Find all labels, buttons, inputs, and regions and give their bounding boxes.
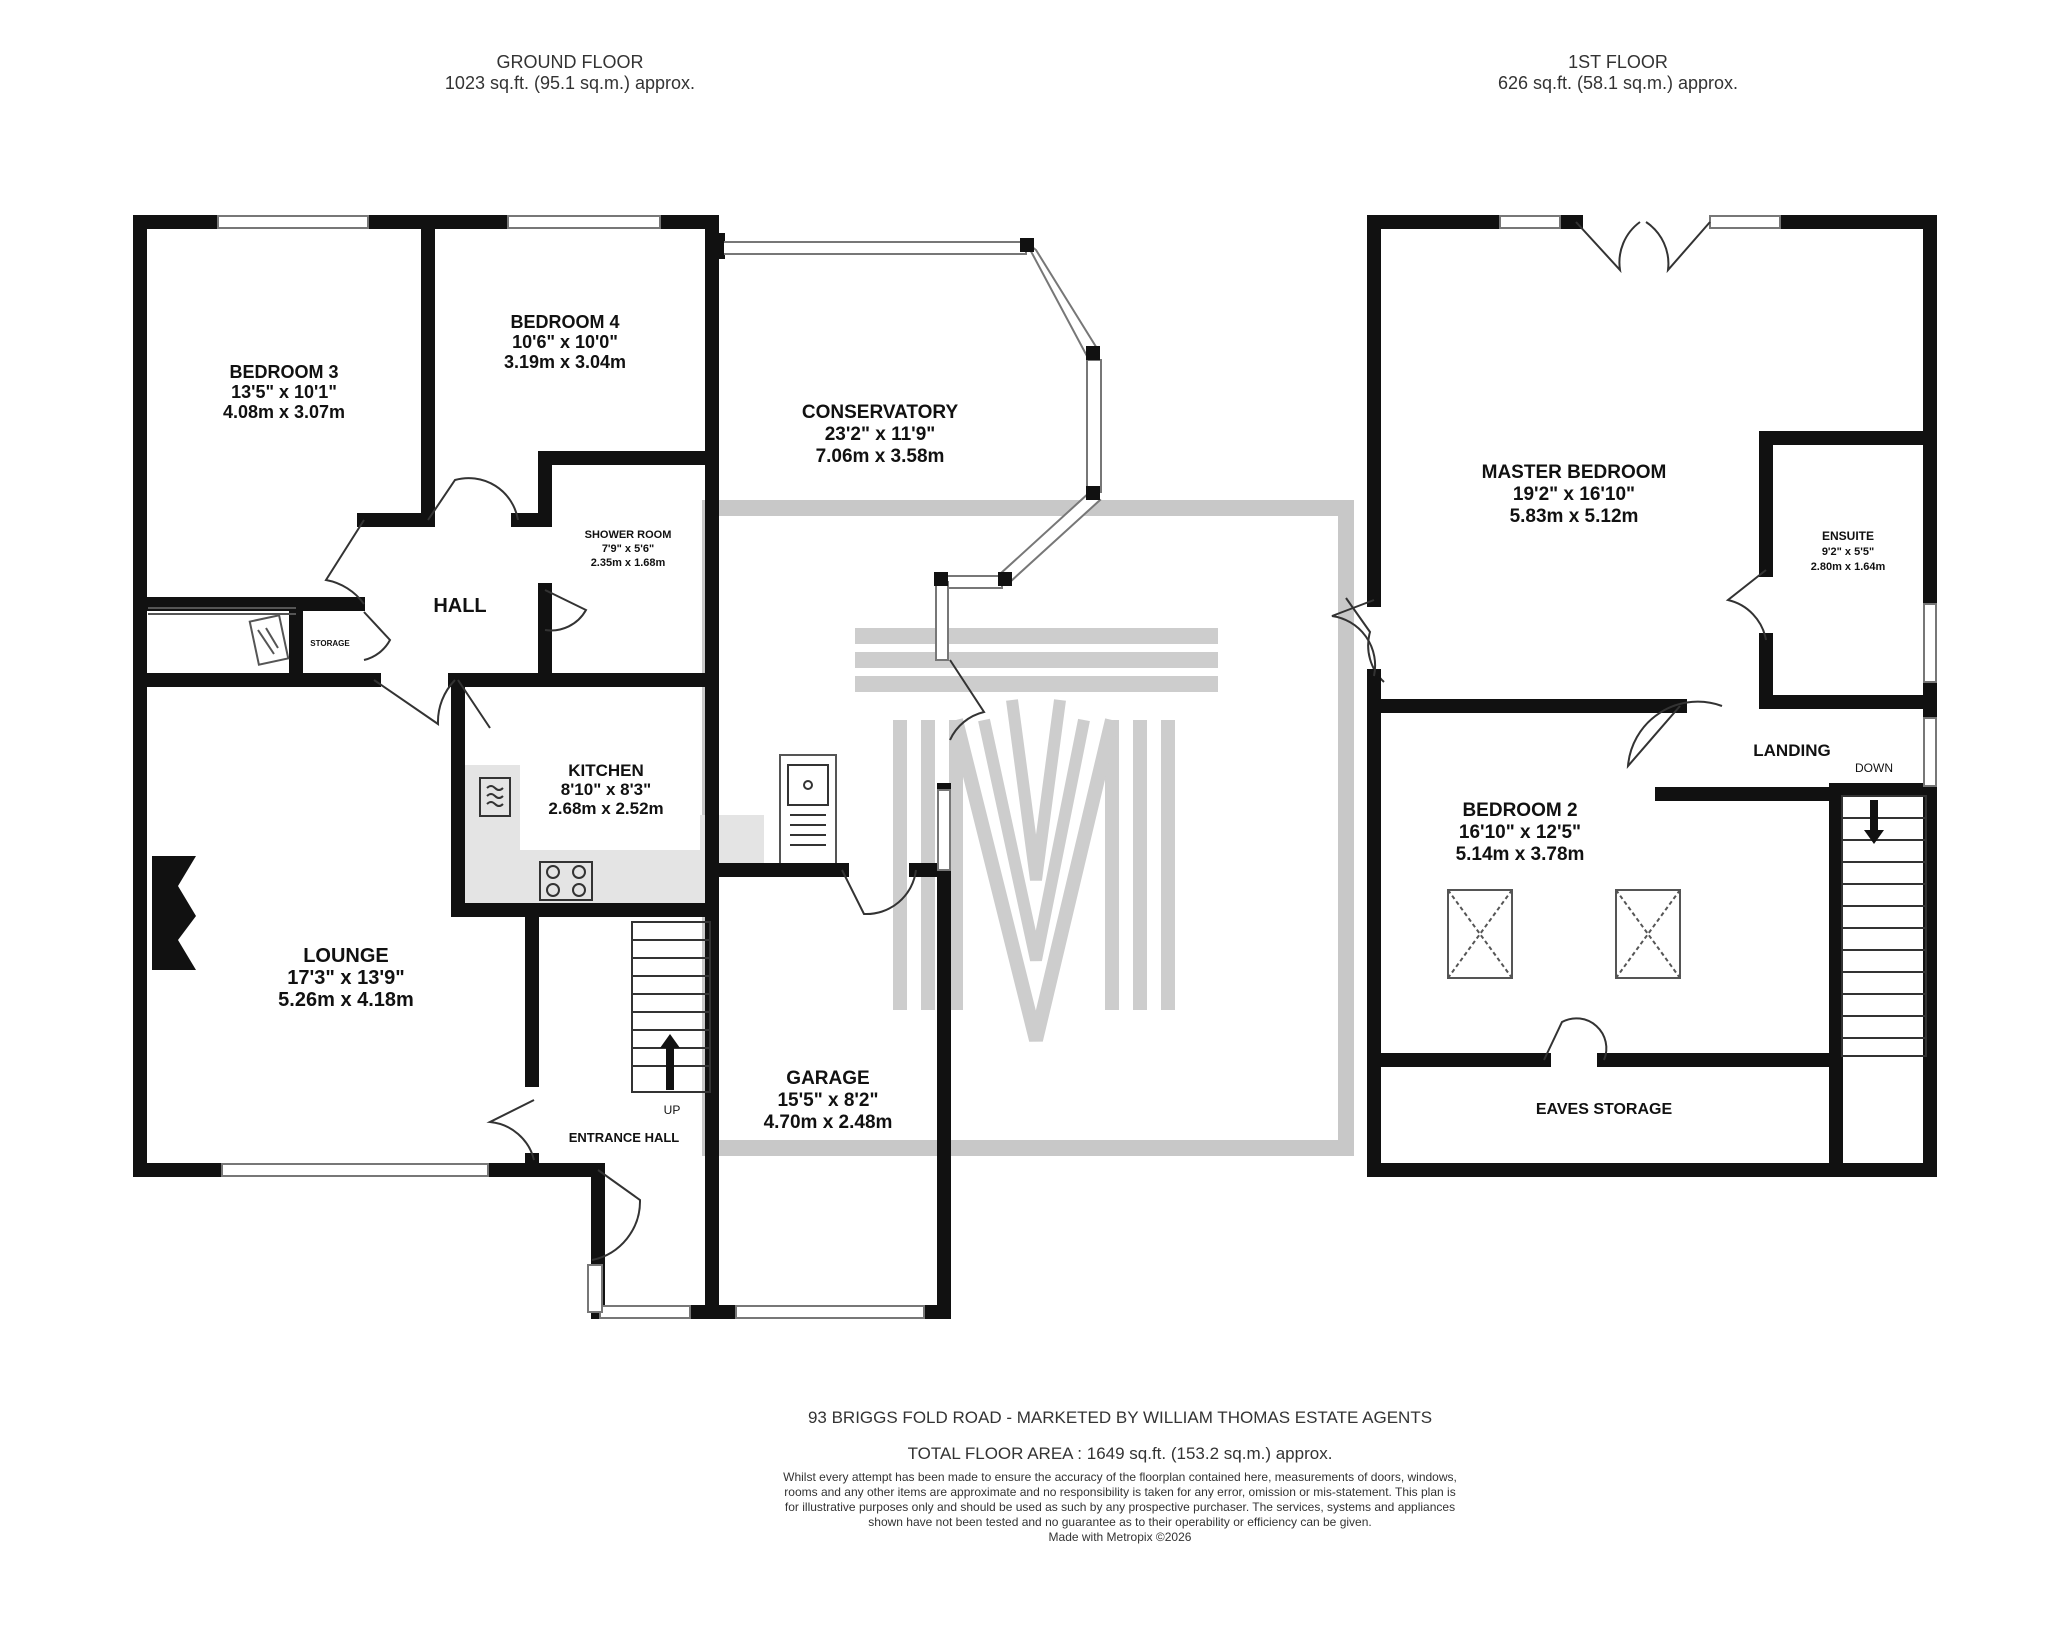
landing-label: LANDING [1753,741,1830,760]
ground-floor-windows [217,215,1102,1319]
footer: 93 BRIGGS FOLD ROAD - MARKETED BY WILLIA… [760,1408,1480,1545]
kitchen-label: KITCHEN [568,761,644,780]
bedroom3-wardrobe [148,607,296,666]
stairs-up-label: UP [664,1103,681,1117]
shower-room-imperial: 7'9" x 5'6" [602,543,654,555]
eaves-storage-label: EAVES STORAGE [1536,1101,1673,1118]
lounge-metric: 5.26m x 4.18m [278,989,414,1011]
ground-floor-name: GROUND FLOOR [496,52,644,72]
skylights [1447,889,1681,979]
ground-floor-area: 1023 sq.ft. (95.1 sq.m.) approx. [444,73,696,93]
lounge-label: LOUNGE [303,945,389,967]
shower-room-metric: 2.35m x 1.68m [591,557,666,569]
garage-metric: 4.70m x 2.48m [764,1112,893,1133]
first-floor-area: 626 sq.ft. (58.1 sq.m.) approx. [1497,73,1739,93]
garage-imperial: 15'5" x 8'2" [777,1090,878,1111]
ground-floor-title: GROUND FLOOR 1023 sq.ft. (95.1 sq.m.) ap… [420,52,720,94]
ground-floor-doors [324,477,1385,1261]
ground-floor-walls [133,215,951,1319]
bedroom2-imperial: 16'10" x 12'5" [1459,822,1581,843]
hall-label: HALL [433,595,486,617]
ensuite-label: ENSUITE [1822,529,1874,543]
bedroom4-label: BEDROOM 4 [510,312,619,332]
bedroom3-metric: 4.08m x 3.07m [223,402,345,422]
kitchen-imperial: 8'10" x 8'3" [561,780,651,799]
fireplace-icon [152,856,196,970]
conservatory-label: CONSERVATORY [802,402,959,423]
ensuite-metric: 2.80m x 1.64m [1811,561,1886,573]
footer-disclaimer: Whilst every attempt has been made to en… [783,1470,1457,1529]
garage-label: GARAGE [786,1068,869,1089]
stairs-down-arrow-icon [1864,800,1884,844]
footer-total-area: TOTAL FLOOR AREA : 1649 sq.ft. (153.2 sq… [907,1444,1333,1463]
first-floor-doors [1331,221,1767,1061]
bedroom4-imperial: 10'6" x 10'0" [512,332,618,352]
first-floor-walls [1367,215,1937,1177]
bedroom3-imperial: 13'5" x 10'1" [231,382,337,402]
bedroom4-metric: 3.19m x 3.04m [504,352,626,372]
bedroom2-metric: 5.14m x 3.78m [1456,844,1585,865]
footer-credit: Made with Metropix ©2026 [1048,1530,1192,1544]
first-floor-windows [1499,215,1937,787]
kitchen-worktop [464,754,837,905]
ensuite-imperial: 9'2" x 5'5" [1822,546,1874,558]
bedroom3-label: BEDROOM 3 [229,362,338,382]
footer-address: 93 BRIGGS FOLD ROAD - MARKETED BY WILLIA… [807,1408,1433,1427]
entrance-hall-label: ENTRANCE HALL [569,1130,680,1145]
first-floor-stairs [1841,795,1927,1057]
stairs-down-label: DOWN [1855,761,1893,775]
bedroom2-label: BEDROOM 2 [1462,800,1577,821]
conservatory-corner-posts [710,236,1100,586]
shower-room-label: SHOWER ROOM [585,529,672,541]
first-floor-name: 1ST FLOOR [1568,52,1668,72]
master-bedroom-label: MASTER BEDROOM [1482,462,1667,483]
kitchen-appliances [479,764,829,901]
first-floor-title: 1ST FLOOR 626 sq.ft. (58.1 sq.m.) approx… [1458,52,1778,94]
master-bedroom-metric: 5.83m x 5.12m [1510,506,1639,527]
lounge-imperial: 17'3" x 13'9" [287,967,404,989]
conservatory-imperial: 23'2" x 11'9" [825,424,936,445]
master-bedroom-imperial: 19'2" x 16'10" [1513,484,1635,505]
kitchen-metric: 2.68m x 2.52m [548,799,663,818]
conservatory-metric: 7.06m x 3.58m [816,446,945,467]
storage-label: STORAGE [310,639,350,648]
stairs-up-arrow-icon [660,1034,680,1090]
